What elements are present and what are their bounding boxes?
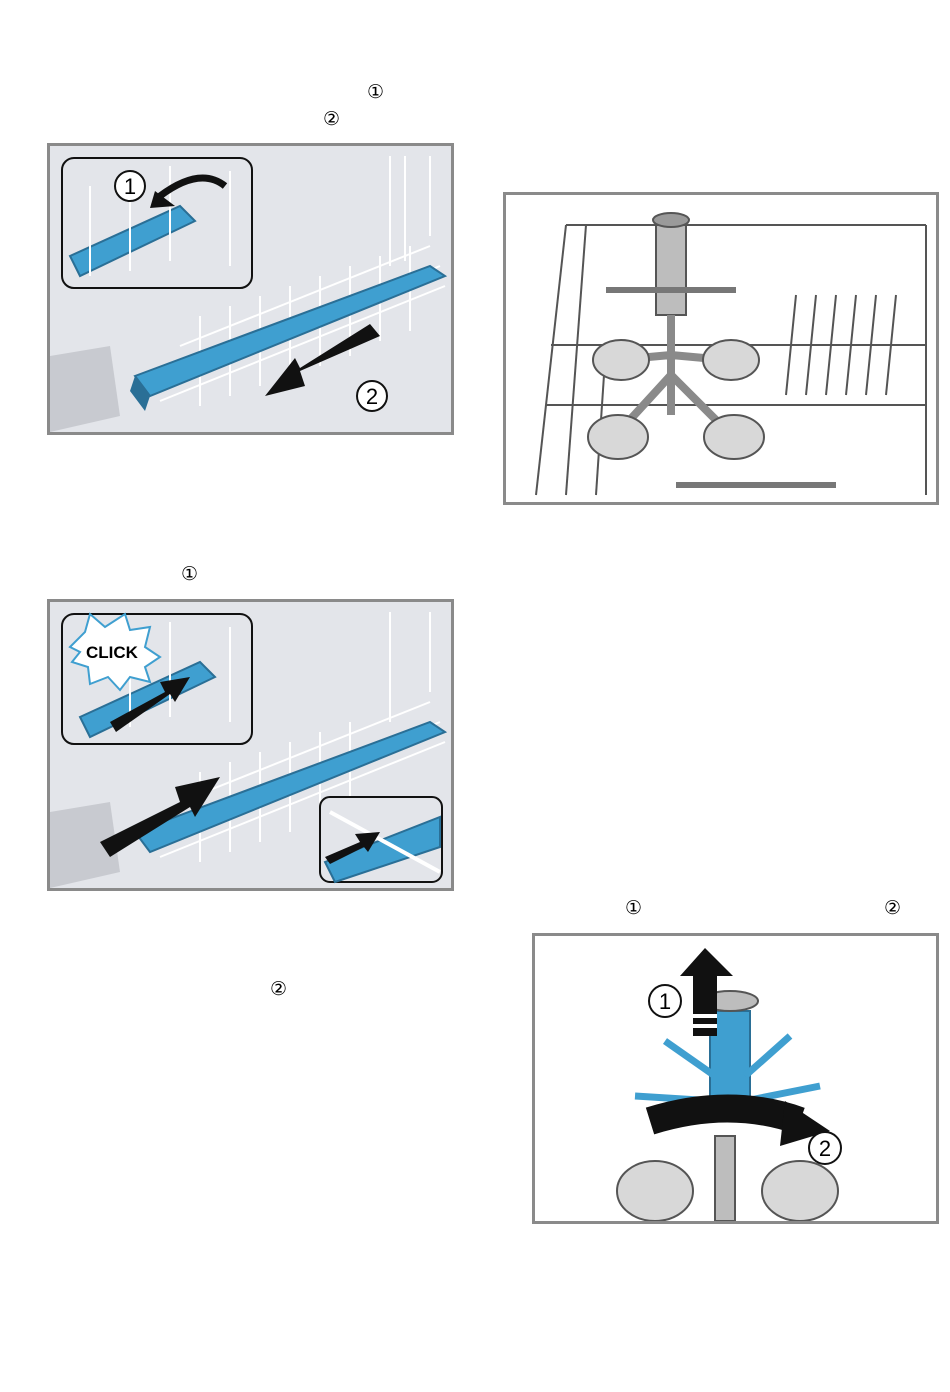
- step-marker-1: ①: [367, 82, 384, 102]
- callout-1: 1: [659, 989, 671, 1014]
- rack-rail-click-illustration: CLICK: [50, 602, 451, 888]
- step-marker-2: ②: [323, 109, 340, 129]
- callout-2: 2: [819, 1136, 831, 1161]
- spray-arm-rack-illustration: [506, 195, 936, 502]
- step-marker-1: ①: [181, 564, 198, 584]
- callout-2: 2: [366, 384, 378, 409]
- rack-rail-illustration: 1 2: [50, 146, 451, 432]
- step-marker-2: ②: [884, 898, 901, 918]
- figure-remove-rail: 1 2: [47, 143, 454, 435]
- figure-remove-spray-arm: 1 2: [532, 933, 939, 1224]
- step-marker-1: ①: [625, 898, 642, 918]
- step-marker-2: ②: [270, 979, 287, 999]
- click-label: CLICK: [86, 643, 139, 662]
- callout-1: 1: [124, 174, 136, 199]
- figure-insert-rail: CLICK: [47, 599, 454, 891]
- figure-spray-arm-in-rack: [503, 192, 939, 505]
- spray-arm-removal-illustration: 1 2: [535, 936, 936, 1221]
